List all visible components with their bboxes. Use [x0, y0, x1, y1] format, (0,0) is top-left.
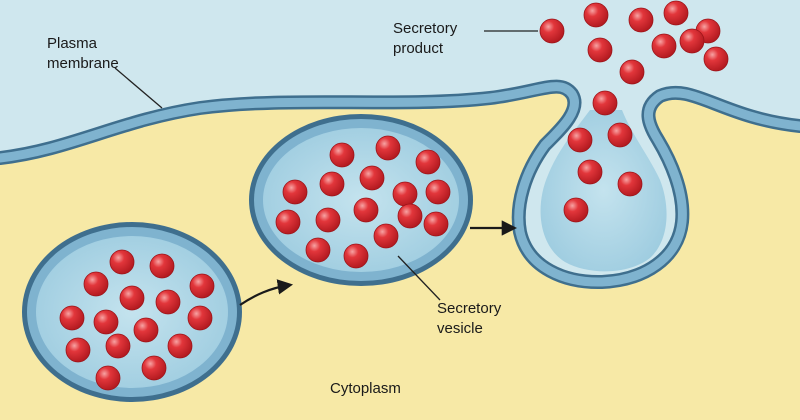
fusing-vesicle-lumen: [540, 110, 667, 272]
label-plasma-membrane-line1: Plasma: [47, 35, 98, 52]
label-secretory-product-line1: Secretory: [393, 20, 458, 37]
label-secretory-vesicle-line2: vesicle: [437, 320, 483, 337]
plasma-membrane-inner: [0, 82, 800, 287]
leader-secretory-vesicle: [397, 255, 441, 301]
leader-plasma-membrane: [114, 67, 163, 109]
label-plasma-membrane-line2: membrane: [47, 55, 119, 72]
secretory-granules: [59, 0, 729, 391]
label-secretory-vesicle-line1: Secretory: [437, 300, 502, 317]
arrow-vesicle-transport: [239, 279, 294, 306]
label-secretory-product-line2: product: [393, 40, 444, 57]
label-cytoplasm: Cytoplasm: [330, 380, 401, 397]
